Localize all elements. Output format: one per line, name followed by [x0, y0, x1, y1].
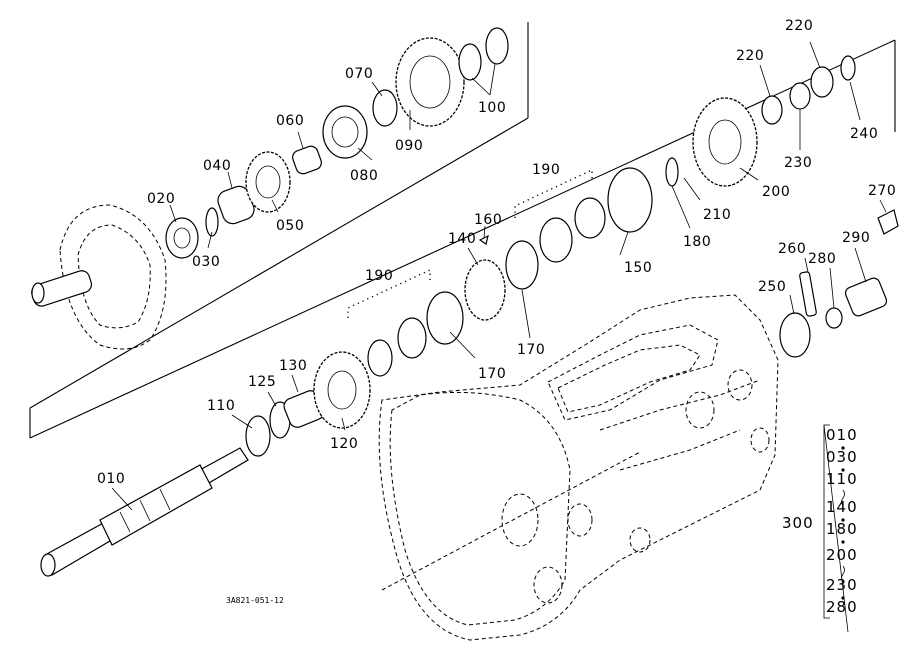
kit-item: 200 — [826, 546, 858, 564]
part-label: 200 — [762, 184, 790, 200]
part-label: 060 — [276, 113, 304, 129]
kit-item: 280 — [826, 598, 858, 616]
upper-components — [165, 27, 509, 259]
part-label: 090 — [395, 138, 423, 154]
part-label: 160 — [474, 212, 502, 228]
part-label: 190 — [532, 162, 560, 178]
part-label: 100 — [478, 100, 506, 116]
part-label: 240 — [850, 126, 878, 142]
part-label: 120 — [330, 436, 358, 452]
part-label: 110 — [207, 398, 235, 414]
part-label: 250 — [758, 279, 786, 295]
part-label: 270 — [868, 183, 896, 199]
kit-item: 010 — [826, 426, 858, 444]
part-label: 010 — [97, 471, 125, 487]
kit-contents-list: 010 030 110 140 180 200 230 280 — [823, 424, 858, 633]
leader-lines — [111, 41, 887, 511]
upper-assembly-panel — [29, 22, 896, 439]
part-label: 220 — [785, 18, 813, 34]
kit-item: 030 — [826, 448, 858, 466]
part-label: 130 — [279, 358, 307, 374]
part-label: 210 — [703, 207, 731, 223]
part-labels: 010 020 030 040 050 060 070 080 090 100 … — [97, 18, 896, 532]
part-label: 080 — [350, 168, 378, 184]
reference-code: 3A821-051-12 — [226, 596, 284, 605]
part-label: 140 — [448, 231, 476, 247]
part-label: 020 — [147, 191, 175, 207]
part-label: 150 — [624, 260, 652, 276]
kit-item: 110 — [826, 470, 858, 488]
lower-components — [245, 55, 899, 457]
part-label: 170 — [478, 366, 506, 382]
kit-item: 180 — [826, 520, 858, 538]
part-label: 170 — [517, 342, 545, 358]
part-label: 050 — [276, 218, 304, 234]
bearing-retainer-cover — [31, 204, 167, 350]
part-label: 190 — [365, 268, 393, 284]
kit-item: 230 — [826, 576, 858, 594]
sync-brackets — [347, 168, 593, 318]
part-label: 070 — [345, 66, 373, 82]
part-label: 125 — [248, 374, 276, 390]
part-label: 180 — [683, 234, 711, 250]
part-label: 220 — [736, 48, 764, 64]
part-label: 030 — [192, 254, 220, 270]
kit-number-label: 300 — [782, 514, 814, 532]
part-label: 290 — [842, 230, 870, 246]
part-label: 040 — [203, 158, 231, 174]
main-shaft — [40, 447, 249, 577]
kit-item: 140 — [826, 498, 858, 516]
part-label: 260 — [778, 241, 806, 257]
part-label: 230 — [784, 155, 812, 171]
transmission-case — [378, 294, 779, 641]
part-label: 280 — [808, 251, 836, 267]
